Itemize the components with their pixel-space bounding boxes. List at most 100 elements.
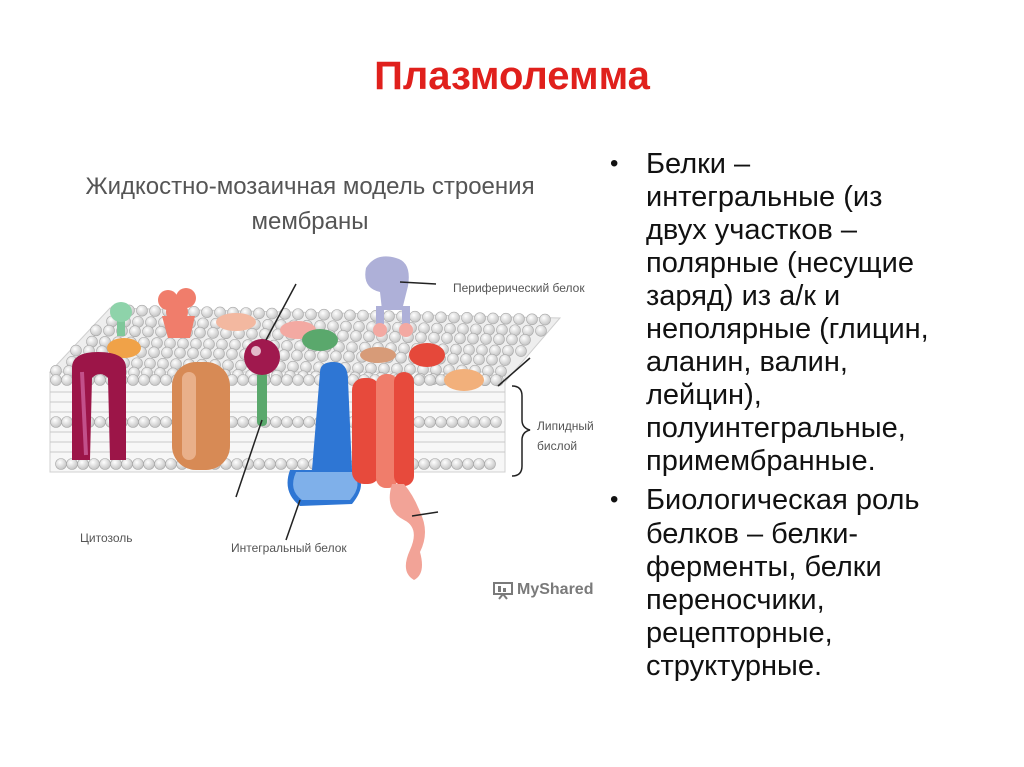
phospholipid-head [298,459,309,470]
phospholipid-head [474,354,485,365]
phospholipid-head [201,348,212,359]
phospholipid-head [62,375,73,386]
phospholipid-head [62,417,73,428]
phospholipid-head [485,459,496,470]
phospholipid-head [448,353,459,364]
phospholipid-head [150,305,161,316]
phospholipid-head [144,459,155,470]
phospholipid-head [282,375,293,386]
phospholipid-head [480,417,491,428]
bullet-line: заряд) из а/к и [646,280,1008,313]
bullet-dot: • [610,484,618,516]
phospholipid-head [507,334,518,345]
bullet-line: полярные (несущие [646,247,1008,280]
phospholipid-head [128,417,139,428]
peripheral-protein-apricot [444,369,484,391]
bullet-list: • Белки – интегральные (из двух участков… [608,148,1008,689]
myshared-watermark: MyShared [492,580,593,600]
phospholipid-head [100,459,111,470]
phospholipid-head [279,350,290,361]
phospholipid-head [202,307,213,318]
phospholipid-head [162,347,173,358]
phospholipid-head [491,417,502,428]
phospholipid-head [150,375,161,386]
phospholipid-head [488,313,499,324]
phospholipid-head [247,328,258,339]
bullet-line: лейцин), [646,379,1008,412]
phospholipid-head [89,459,100,470]
phospholipid-head [78,459,89,470]
phospholipid-head [358,310,369,321]
phospholipid-head [111,459,122,470]
lipid-bilayer-brace [512,386,530,476]
phospholipid-head [514,313,525,324]
phospholipid-head [150,417,161,428]
bullet-line: белков – белки- [646,518,1008,551]
phospholipid-head [425,375,436,386]
phospholipid-head [287,459,298,470]
tan-barrel-protein [172,362,230,470]
phospholipid-head [238,417,249,428]
slide-title: Плазмолемма [0,52,1024,100]
phospholipid-head [468,333,479,344]
bullet-line: двух участков – [646,214,1008,247]
phospholipid-head [166,459,177,470]
phospholipid-head [384,311,395,322]
phospholipid-head [452,459,463,470]
phospholipid-head [232,459,243,470]
phospholipid-head [430,459,441,470]
phospholipid-head [104,325,115,336]
phospholipid-head [364,331,375,342]
phospholipid-head [414,375,425,386]
phospholipid-head [414,417,425,428]
phospholipid-head [95,417,106,428]
membrane-diagram: Периферический белок Липидный бислой Цит… [0,240,620,620]
phospholipid-head [396,352,407,363]
phospholipid-head [423,311,434,322]
phospholipid-head [271,375,282,386]
phospholipid-head [516,346,527,357]
phospholipid-head [293,375,304,386]
phospholipid-head [292,350,303,361]
phospholipid-head [536,325,547,336]
bullet-line: аланин, валин, [646,346,1008,379]
phospholipid-head [175,347,186,358]
phospholipid-head [139,375,150,386]
phospholipid-head [306,309,317,320]
peripheral-protein-peach [216,313,256,331]
phospholipid-head [128,375,139,386]
phospholipid-head [319,309,330,320]
diagram-title: Жидкостно-мозаичная модель строения мемб… [10,170,610,240]
phospholipid-head [345,310,356,321]
bullet-line: рецепторные, [646,617,1008,650]
diagram-title-line-2: мембраны [10,205,610,240]
phospholipid-head [338,330,349,341]
phospholipid-head [155,459,166,470]
phospholipid-head [318,351,329,362]
phospholipid-head [71,345,82,356]
phospholipid-head [520,334,531,345]
phospholipid-head [95,375,106,386]
bullet-line: интегральные (из [646,181,1008,214]
peripheral-protein-tan [360,347,396,363]
phospholipid-head [238,375,249,386]
bullet-dot: • [610,148,618,180]
phospholipid-head [527,314,538,325]
phospholipid-head [442,333,453,344]
phospholipid-head [540,314,551,325]
phospholipid-head [122,459,133,470]
phospholipid-head [332,309,343,320]
phospholipid-head [475,313,486,324]
pink-cytoplasmic-tail [390,484,425,580]
phospholipid-head [305,350,316,361]
phospholipid-head [494,334,505,345]
phospholipid-head [344,351,355,362]
diagram-title-line-1: Жидкостно-мозаичная модель строения [10,170,610,205]
bullet-item-proteins-types: • Белки – интегральные (из двух участков… [608,148,1008,478]
phospholipid-head [161,417,172,428]
phospholipid-head [139,417,150,428]
phospholipid-head [254,308,265,319]
peripheral-protein-red [409,343,445,367]
bullet-line: неполярные (глицин, [646,313,1008,346]
bullet-item-proteins-roles: • Биологическая роль белков – белки- фер… [608,484,1008,682]
